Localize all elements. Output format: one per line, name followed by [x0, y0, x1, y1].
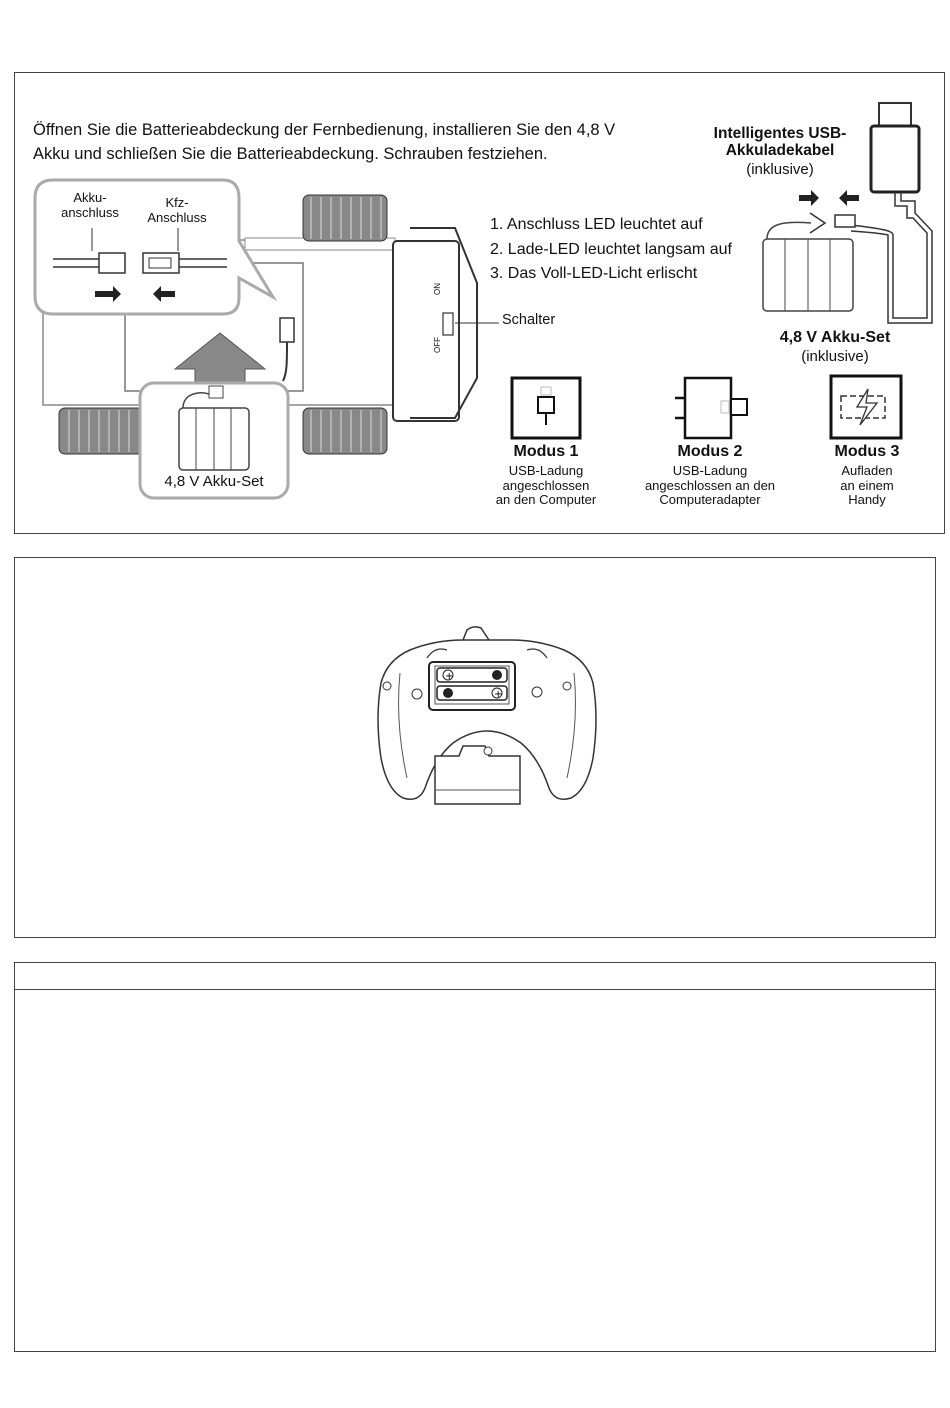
car-battery-panel: Öffnen Sie die Batterieabdeckung der Fer…	[14, 72, 945, 534]
car-chassis-illustration	[33, 102, 933, 500]
akku-set-note: (inklusive)	[801, 348, 869, 365]
battery-pack-icon	[178, 385, 250, 471]
battery-cell-icon: +	[436, 685, 508, 701]
wheel-bottom-left-icon	[58, 407, 144, 455]
svg-text:+: +	[445, 671, 453, 682]
mode3-icon	[829, 374, 903, 440]
wheel-top-left-icon	[302, 194, 388, 242]
mode3-title: Modus 3	[834, 443, 900, 460]
remote-controller-illustration: + +	[377, 626, 597, 805]
switch-on-label: ON	[433, 283, 442, 295]
panel-header-row	[15, 963, 935, 990]
battery-cell-icon: +	[436, 667, 508, 683]
battery-pack-label: 4,8 V Akku-Set	[164, 473, 264, 490]
switch-label: Schalter	[502, 312, 556, 328]
mode2-title: Modus 2	[677, 443, 743, 460]
akku-connector-label: Akku- anschluss	[61, 190, 119, 220]
kfz-connector-label: Kfz- Anschluss	[147, 195, 207, 225]
wheel-bottom-right-icon	[302, 407, 388, 455]
usb-cable-note: (inklusive)	[746, 161, 814, 178]
usb-battery-pack-icon	[762, 221, 854, 312]
mode3-desc: Aufladen an einem Handy	[840, 463, 894, 507]
mode2-icon	[675, 376, 748, 440]
remote-control-panel: + +	[14, 557, 936, 938]
mode1-desc: USB-Ladung angeschlossen an den Computer	[495, 463, 597, 507]
mode2-desc: USB-Ladung angeschlossen an den Computer…	[644, 463, 776, 507]
step-3: 3. Das Voll-LED-Licht erlischt	[490, 265, 698, 282]
step-2: 2. Lade-LED leuchtet langsam auf	[490, 240, 732, 258]
empty-panel	[14, 962, 936, 1352]
usb-cable-title: Intelligentes USB- Akkuladekabel	[713, 125, 847, 159]
instruction-text: Öffnen Sie die Batterieabdeckung der Fer…	[33, 121, 616, 163]
akku-set-title: 4,8 V Akku-Set	[779, 329, 891, 346]
switch-off-label: OFF	[433, 337, 442, 353]
svg-text:+: +	[494, 689, 502, 700]
mode1-title: Modus 1	[513, 443, 579, 460]
mode1-icon	[510, 376, 582, 440]
usb-charger-icon	[850, 102, 933, 324]
step-1: 1. Anschluss LED leuchtet auf	[490, 216, 703, 233]
